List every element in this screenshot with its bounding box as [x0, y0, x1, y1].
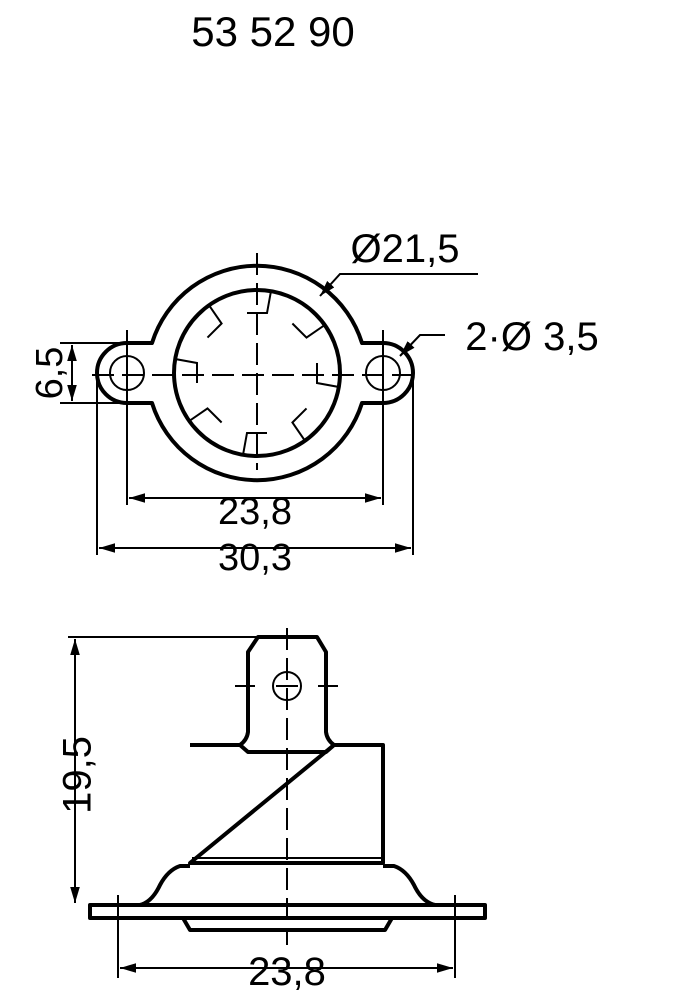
- contact-tab: [316, 359, 340, 389]
- contact-tab: [188, 303, 223, 339]
- contact-tab: [187, 407, 223, 442]
- diameter-label: Ø21,5: [351, 227, 460, 271]
- side-hole-spacing-label: 23,8: [248, 950, 326, 994]
- hole-spacing-label: 23,8: [218, 491, 292, 533]
- contact-tab: [291, 407, 326, 443]
- diameter-leader: [319, 273, 478, 297]
- holes-label: 2·Ø 3,5: [465, 315, 598, 359]
- lug-height-label: 6,5: [29, 347, 71, 400]
- contact-tab: [174, 357, 198, 387]
- flange-outline: [95, 263, 415, 483]
- top-view: 6,5 23,8 30,3 Ø21,5 2·Ø 3,5: [29, 227, 599, 579]
- part-number-title: 53 52 90: [191, 8, 355, 55]
- holes-leader: [399, 334, 445, 357]
- overall-width-label: 30,3: [218, 537, 292, 579]
- body: [188, 743, 385, 865]
- height-label: 19,5: [56, 736, 100, 814]
- side-view: 19,5 23,8: [56, 628, 487, 994]
- contact-tab: [291, 304, 327, 339]
